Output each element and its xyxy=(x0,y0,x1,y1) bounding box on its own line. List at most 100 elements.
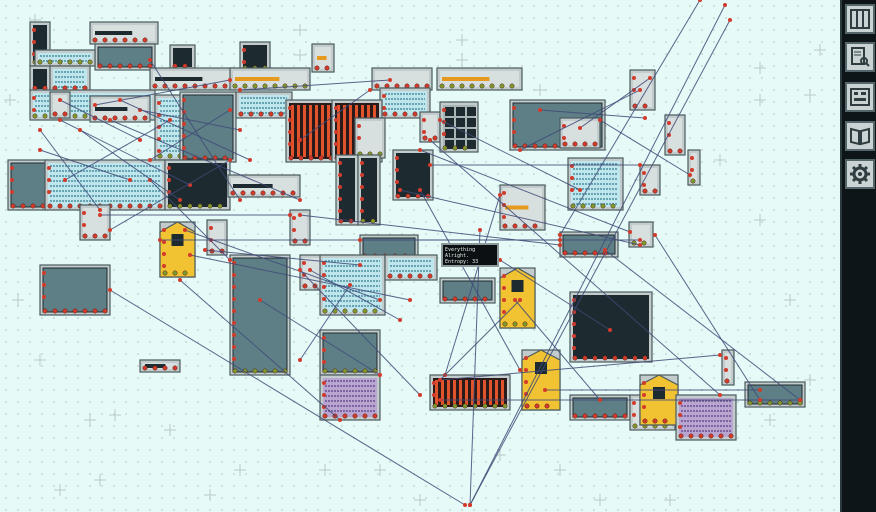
port[interactable] xyxy=(472,296,478,302)
port[interactable] xyxy=(432,135,438,141)
circuit-module[interactable] xyxy=(357,154,381,226)
wire-endpoint[interactable] xyxy=(238,88,242,92)
port[interactable] xyxy=(67,59,73,65)
wire[interactable] xyxy=(94,79,231,106)
port[interactable] xyxy=(767,400,773,406)
port[interactable] xyxy=(522,321,528,327)
wire[interactable] xyxy=(59,99,141,141)
port[interactable] xyxy=(20,203,26,209)
wire-endpoint[interactable] xyxy=(718,353,722,357)
port[interactable] xyxy=(252,83,258,89)
port[interactable] xyxy=(47,178,51,182)
port[interactable] xyxy=(288,142,292,146)
port[interactable] xyxy=(382,106,386,110)
wire[interactable] xyxy=(109,289,466,506)
port[interactable] xyxy=(724,378,730,384)
wire-endpoint[interactable] xyxy=(248,158,252,162)
port[interactable] xyxy=(302,238,308,244)
port[interactable] xyxy=(667,148,673,154)
port[interactable] xyxy=(127,63,133,69)
port[interactable] xyxy=(747,400,753,406)
wire-endpoint[interactable] xyxy=(338,418,342,422)
wire[interactable] xyxy=(119,99,251,161)
port[interactable] xyxy=(62,111,68,117)
port[interactable] xyxy=(322,273,326,277)
wire-endpoint[interactable] xyxy=(183,228,187,232)
port[interactable] xyxy=(462,296,468,302)
port[interactable] xyxy=(502,215,506,219)
circuit-module[interactable] xyxy=(311,43,335,73)
port[interactable] xyxy=(524,403,530,409)
port[interactable] xyxy=(338,173,342,177)
port[interactable] xyxy=(360,161,364,165)
port[interactable] xyxy=(405,193,411,199)
port[interactable] xyxy=(342,368,348,374)
circuit-module[interactable] xyxy=(79,204,111,241)
port[interactable] xyxy=(67,203,73,209)
port[interactable] xyxy=(632,76,636,80)
port[interactable] xyxy=(360,185,364,189)
port[interactable] xyxy=(222,83,228,89)
port[interactable] xyxy=(162,252,166,256)
wire-endpoint[interactable] xyxy=(628,230,632,234)
port[interactable] xyxy=(162,228,166,232)
port[interactable] xyxy=(677,148,683,154)
wire-endpoint[interactable] xyxy=(518,368,522,372)
circuit-module[interactable] xyxy=(179,91,237,163)
port[interactable] xyxy=(582,250,588,256)
circuit-module[interactable] xyxy=(239,41,271,73)
port[interactable] xyxy=(395,193,401,199)
wire-endpoint[interactable] xyxy=(498,193,502,197)
port[interactable] xyxy=(268,111,274,117)
port[interactable] xyxy=(270,190,276,196)
port[interactable] xyxy=(187,203,193,209)
port[interactable] xyxy=(374,83,380,89)
wire-endpoint[interactable] xyxy=(648,76,652,80)
wire-endpoint[interactable] xyxy=(158,238,162,242)
port[interactable] xyxy=(152,365,158,371)
port[interactable] xyxy=(112,115,118,121)
port[interactable] xyxy=(462,145,468,151)
circuit-module[interactable] xyxy=(227,174,301,198)
port[interactable] xyxy=(342,413,348,419)
wire[interactable] xyxy=(39,149,131,181)
wire[interactable] xyxy=(559,0,701,236)
wire-endpoint[interactable] xyxy=(638,238,642,242)
port[interactable] xyxy=(272,368,278,374)
wire-endpoint[interactable] xyxy=(298,358,302,362)
wire[interactable] xyxy=(604,249,801,401)
port[interactable] xyxy=(602,355,608,361)
port[interactable] xyxy=(469,83,475,89)
wire-endpoint[interactable] xyxy=(598,118,602,122)
circuit-module[interactable] xyxy=(639,164,661,196)
port[interactable] xyxy=(572,355,578,361)
open-book-button[interactable] xyxy=(845,121,875,151)
port[interactable] xyxy=(382,111,388,117)
wire-endpoint[interactable] xyxy=(438,118,442,122)
port[interactable] xyxy=(422,118,426,122)
wire-layer[interactable] xyxy=(38,0,802,507)
port[interactable] xyxy=(137,63,143,69)
wire[interactable] xyxy=(439,119,581,191)
port[interactable] xyxy=(252,368,258,374)
port[interactable] xyxy=(242,60,246,64)
port[interactable] xyxy=(728,433,734,439)
circuit-module[interactable] xyxy=(569,291,653,363)
port[interactable] xyxy=(162,264,166,268)
port[interactable] xyxy=(787,400,793,406)
port[interactable] xyxy=(442,296,448,302)
port[interactable] xyxy=(489,83,495,89)
wire-endpoint[interactable] xyxy=(578,188,582,192)
port[interactable] xyxy=(157,203,163,209)
port[interactable] xyxy=(462,403,468,409)
port[interactable] xyxy=(395,180,399,184)
port[interactable] xyxy=(282,368,288,374)
wire[interactable] xyxy=(469,4,726,506)
port[interactable] xyxy=(217,203,223,209)
wire-endpoint[interactable] xyxy=(538,108,542,112)
port[interactable] xyxy=(718,433,724,439)
port[interactable] xyxy=(442,108,446,112)
port[interactable] xyxy=(182,122,186,126)
port[interactable] xyxy=(482,296,488,302)
wire-endpoint[interactable] xyxy=(203,248,207,252)
